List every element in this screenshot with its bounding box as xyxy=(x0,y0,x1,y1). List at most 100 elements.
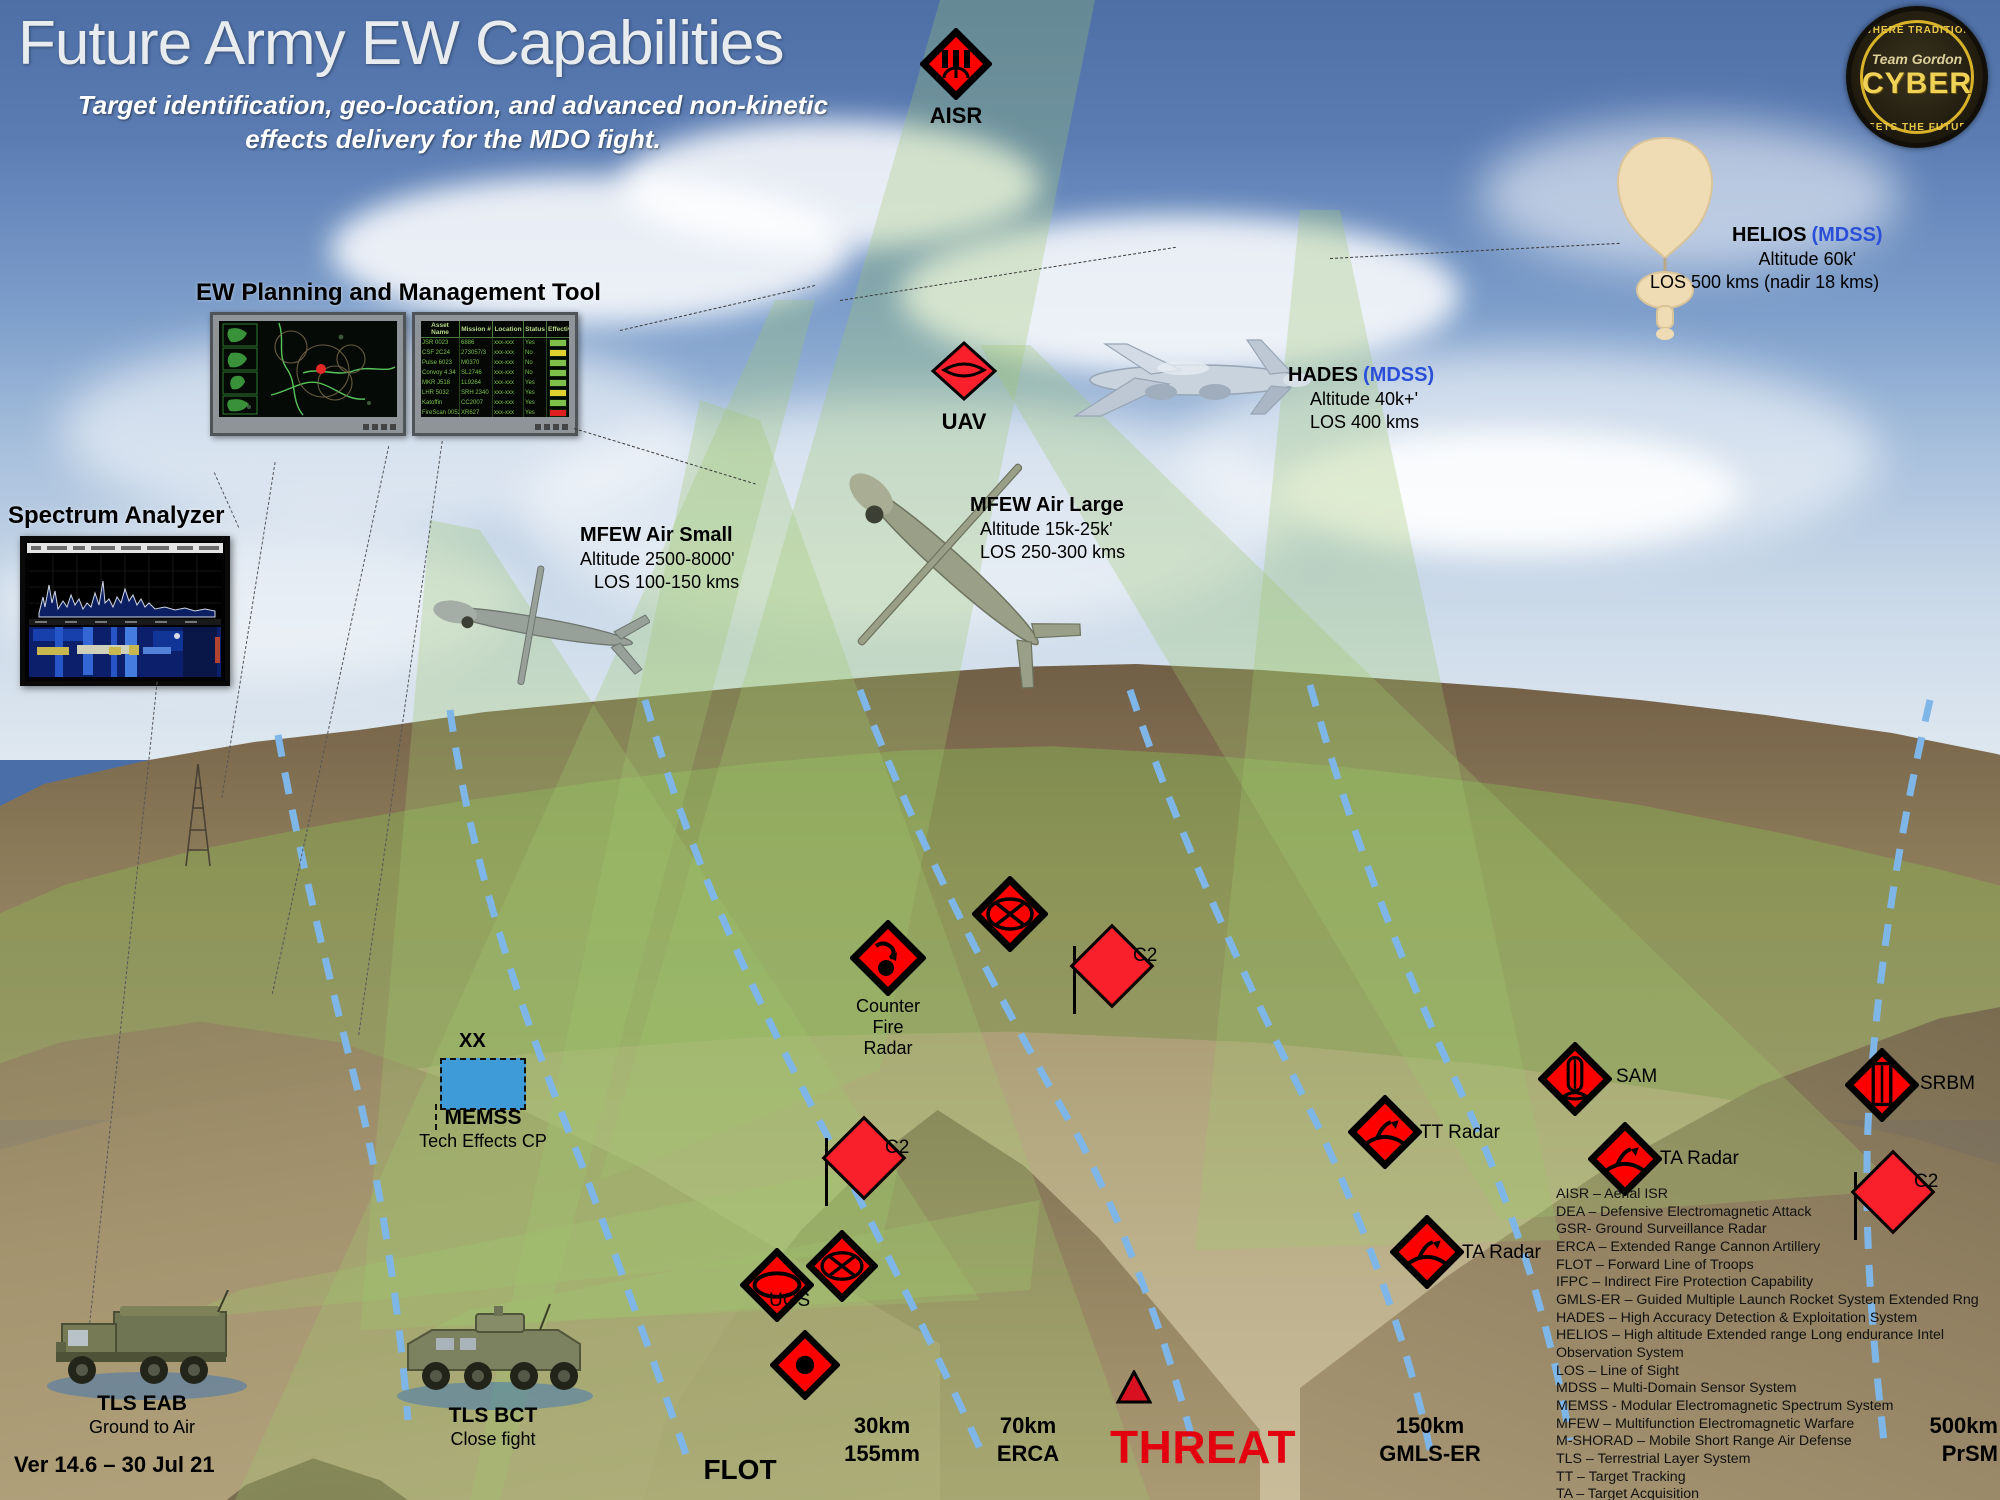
counter-fire-radar-marker[interactable] xyxy=(850,920,926,996)
range-500km: 500km PrSM xyxy=(1878,1412,1998,1467)
cell-effectiveness xyxy=(547,398,570,408)
range-150km-bottom: GMLS-ER xyxy=(1379,1440,1481,1466)
ugs-ellipse-marker[interactable] xyxy=(740,1248,814,1322)
hades-los: LOS 400 kms xyxy=(1310,412,1420,433)
logo-bottom-arc: MEETS THE FUTURE xyxy=(1858,122,1976,133)
cell-asset-name: CSF 2C24 xyxy=(421,348,460,358)
hades-callout: HADES (MDSS) Altitude 40k+' LOS 400 kms xyxy=(1288,362,1434,435)
phase-line-right-1 xyxy=(1126,688,1434,1451)
sam-marker[interactable] xyxy=(1538,1042,1612,1116)
effectiveness-bar xyxy=(549,369,567,377)
legend-item: MFEW – Multifunction Electromagnetic War… xyxy=(1556,1415,1855,1432)
uav-marker[interactable]: UAV xyxy=(930,340,998,435)
effectiveness-bar xyxy=(549,339,567,347)
ugs-dot-marker[interactable] xyxy=(770,1330,840,1400)
mfew-large-los: LOS 250-300 kms xyxy=(980,542,1126,563)
aisr-icon xyxy=(919,27,993,101)
hades-aircraft[interactable] xyxy=(1065,330,1315,445)
effectiveness-bar xyxy=(549,399,567,407)
legend-item: AISR – Aerial ISR xyxy=(1556,1186,1668,1202)
cell-mission: XR627 xyxy=(459,408,493,417)
spectrum-analyzer-panel[interactable] xyxy=(20,536,230,686)
ta-radar-marker-2[interactable] xyxy=(1390,1215,1464,1289)
effectiveness-bar xyxy=(549,349,567,357)
logo-script: Team Gordon xyxy=(1871,51,1963,67)
threat-banner: THREAT xyxy=(1110,1421,1297,1473)
cell-status: Yes xyxy=(523,378,547,388)
cell-asset-name: Convoy 4.34 xyxy=(421,368,460,378)
spectrum-analyzer-title: Spectrum Analyzer xyxy=(8,502,225,529)
ew-tool-table-panel[interactable]: Asset Name Mission # Location Status Eff… xyxy=(412,312,578,436)
legend-item: Observation System xyxy=(1556,1345,1684,1362)
memss-unit-box[interactable] xyxy=(440,1058,526,1110)
mfew-large-altitude: Altitude 15k-25k' xyxy=(980,519,1113,539)
cell-location: xxx-xxx xyxy=(492,378,524,388)
ta-radar-marker-1[interactable] xyxy=(1588,1122,1662,1196)
mfew-air-small-aircraft[interactable] xyxy=(420,560,651,695)
team-gordon-cyber-logo: WHERE TRADITION Team Gordon CYBER MEETS … xyxy=(1846,6,1988,148)
legend-item: TT – Target Tracking xyxy=(1556,1468,1686,1485)
cell-effectiveness xyxy=(547,348,570,358)
cell-effectiveness xyxy=(547,358,570,368)
legend-item: IFPC – Indirect Fire Protection Capabili… xyxy=(1556,1274,1814,1291)
ew-tool-map-graphic xyxy=(219,321,397,417)
sam-label: SAM xyxy=(1616,1066,1658,1087)
tls-eab-vehicle[interactable] xyxy=(42,1289,252,1405)
cell-status: No xyxy=(523,358,547,368)
aisr-marker[interactable]: AISR xyxy=(919,27,993,129)
helios-balloon[interactable] xyxy=(1600,130,1730,345)
page-subtitle: Target identification, geo-location, and… xyxy=(77,90,829,155)
cfr-l2: Fire xyxy=(872,1017,904,1038)
cfr-l3: Radar xyxy=(863,1038,913,1059)
helios-callout: HELIOS (MDSS) Altitude 60k' LOS 500 kms … xyxy=(1650,222,1883,295)
tt-radar-marker[interactable] xyxy=(1348,1095,1422,1169)
ew-tool-title: EW Planning and Management Tool xyxy=(196,279,601,306)
memss-name: MEMSS xyxy=(444,1106,522,1129)
cell-mission: M0370 xyxy=(459,358,493,368)
helios-altitude: Altitude 60k' xyxy=(1758,249,1857,269)
ew-tool-map-buttons[interactable] xyxy=(363,424,396,430)
cell-effectiveness xyxy=(547,378,570,388)
ugs-gsr-marker[interactable] xyxy=(806,1230,878,1302)
ew-tool-map-panel[interactable] xyxy=(210,312,406,436)
range-70km-bottom: ERCA xyxy=(996,1440,1060,1466)
tls-bct-vehicle[interactable] xyxy=(390,1300,600,1415)
c2-label-3: C2 xyxy=(1914,1171,1939,1192)
cell-effectiveness xyxy=(547,408,570,417)
cell-location: xxx-xxx xyxy=(492,398,524,408)
range-flot: FLOT xyxy=(680,1452,800,1487)
beam-aisr xyxy=(600,0,1095,1180)
mfew-air-large-callout: MFEW Air Large Altitude 15k-25k' LOS 250… xyxy=(970,492,1125,565)
ew-tool-table-buttons[interactable] xyxy=(535,424,568,430)
logo-wordmark: CYBER xyxy=(1861,67,1972,100)
legend-item: HADES – High Accuracy Detection & Exploi… xyxy=(1556,1309,1918,1326)
range-70km: 70km ERCA xyxy=(968,1412,1088,1467)
cell-location: xxx-xxx xyxy=(492,348,524,358)
beam-mfew-large xyxy=(470,400,1150,1500)
srbm-marker[interactable] xyxy=(1845,1048,1919,1122)
range-30km-top: 30km xyxy=(853,1413,911,1438)
cell-mission: 1L9264 xyxy=(459,378,493,388)
phase-line-flot xyxy=(274,734,412,1421)
tls-bct-stryker-icon xyxy=(397,1303,593,1410)
cell-status: Yes xyxy=(523,337,547,348)
cell-status: Yes xyxy=(523,388,547,398)
legend-item: FLOT – Forward Line of Troops xyxy=(1556,1256,1754,1273)
cell-location: xxx-xxx xyxy=(492,358,524,368)
mfew-small-name: MFEW Air Small xyxy=(580,524,733,546)
gsr-marker[interactable] xyxy=(972,876,1048,952)
c2-label-1: C2 xyxy=(1133,945,1158,966)
hades-jet-icon xyxy=(1072,339,1311,417)
beam-tls-eab xyxy=(175,1160,900,1320)
page-title: Future Army EW Capabilities xyxy=(18,9,784,78)
mfew-air-large-aircraft[interactable] xyxy=(800,430,1100,705)
range-150km-top: 150km xyxy=(1395,1413,1465,1438)
